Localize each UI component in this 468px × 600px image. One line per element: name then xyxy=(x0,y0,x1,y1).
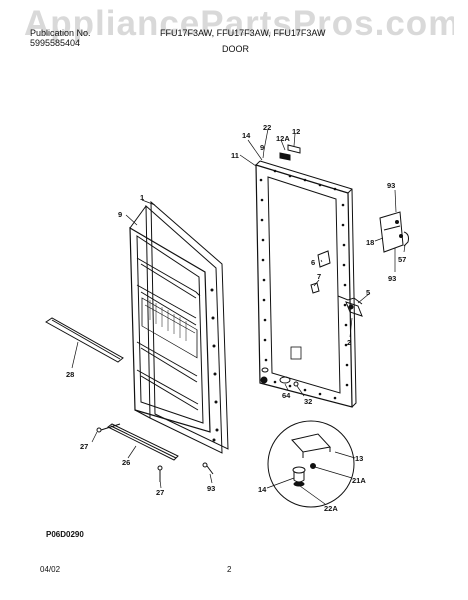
label-93-a: 93 xyxy=(207,484,215,493)
figure-code: P06D0290 xyxy=(46,530,84,539)
label-2: 2 xyxy=(347,338,351,347)
detail-circle xyxy=(267,420,355,508)
label-7: 7 xyxy=(317,272,321,281)
door-liner xyxy=(129,200,229,454)
label-22: 22 xyxy=(263,123,271,132)
door-shelves xyxy=(136,257,201,411)
screw-93-bottom xyxy=(202,462,214,475)
leader-lines xyxy=(71,128,406,505)
label-32: 32 xyxy=(304,397,312,406)
outer-door-panel xyxy=(255,160,357,408)
label-26: 26 xyxy=(122,458,130,467)
screw-27-b xyxy=(157,465,163,482)
label-plates xyxy=(279,144,301,161)
publication-label: Publication No. xyxy=(30,28,91,38)
label-9: 9 xyxy=(118,210,122,219)
label-18: 18 xyxy=(366,238,374,247)
label-14-b: 14 xyxy=(258,485,267,494)
label-22a: 22A xyxy=(324,504,338,513)
bottom-rail xyxy=(107,423,179,461)
label-9-b: 9 xyxy=(260,143,264,152)
label-27-a: 27 xyxy=(80,442,88,451)
label-21a: 21A xyxy=(352,476,366,485)
label-64: 64 xyxy=(282,391,291,400)
screw-27-a xyxy=(96,423,121,433)
label-57: 57 xyxy=(398,255,406,264)
footer-page-number: 2 xyxy=(227,565,232,574)
publication-number: 5995585404 xyxy=(30,38,81,48)
shelf-rail xyxy=(45,317,124,363)
footer-date: 04/02 xyxy=(40,565,61,574)
section-title: DOOR xyxy=(222,44,249,54)
label-6: 6 xyxy=(311,258,315,267)
label-5: 5 xyxy=(366,288,370,297)
label-14-a: 14 xyxy=(242,131,251,140)
lock-assembly xyxy=(310,250,363,317)
label-12a: 12A xyxy=(276,134,290,143)
hinge-bracket xyxy=(379,211,409,253)
label-93-b: 93 xyxy=(387,181,395,190)
label-12: 12 xyxy=(292,127,300,136)
label-1: 1 xyxy=(140,193,144,202)
label-28: 28 xyxy=(66,370,74,379)
bottom-plugs xyxy=(260,367,299,387)
label-93-c: 93 xyxy=(388,274,396,283)
model-text: FFU17F3AW, FFU17F3AW, FFU17F3AW xyxy=(160,28,326,38)
label-13: 13 xyxy=(355,454,363,463)
watermark: AppliancePartsPros.com xyxy=(24,4,454,43)
label-27-b: 27 xyxy=(156,488,164,497)
part-labels: 1 9 28 27 26 27 93 14 22 9 12A 12 11 93 … xyxy=(66,123,406,513)
label-11: 11 xyxy=(231,151,239,160)
